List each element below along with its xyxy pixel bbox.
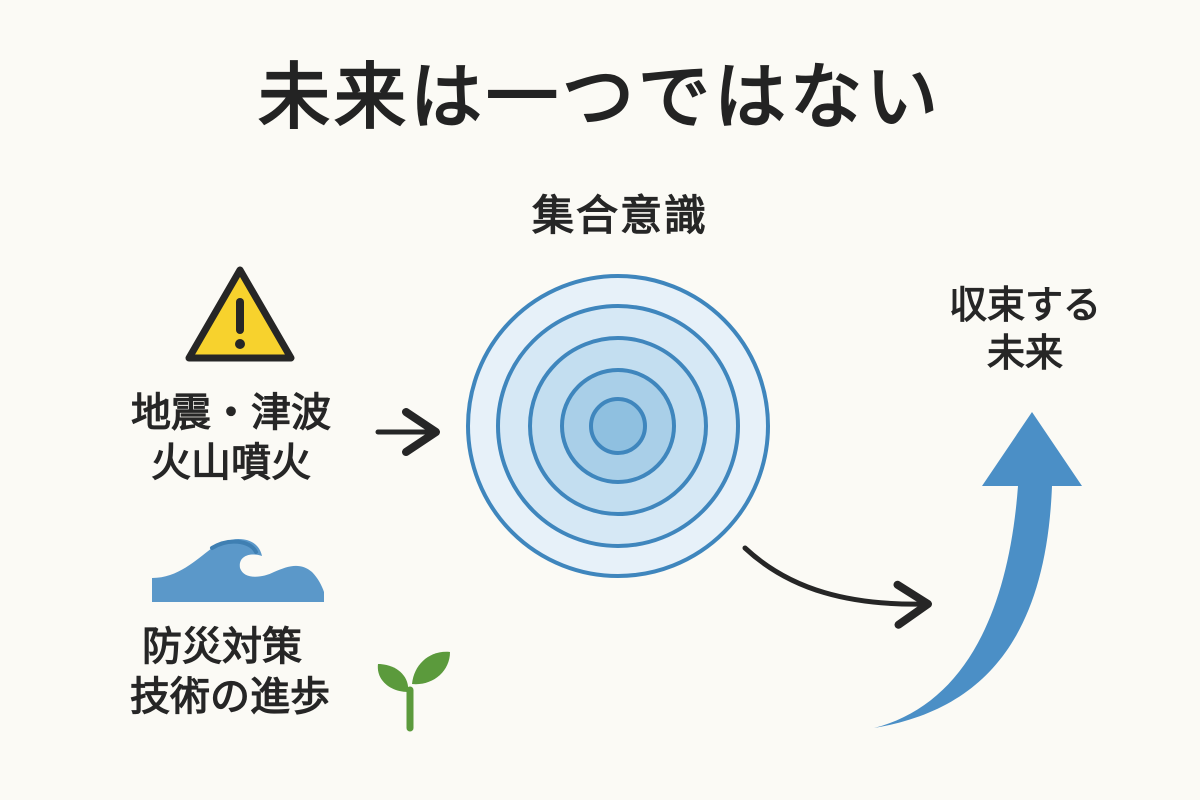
- hazards-label: 地震・津波 火山噴火: [96, 388, 366, 488]
- measures-line-1: 防災対策: [142, 624, 302, 670]
- collective-consciousness-rings: [466, 274, 770, 578]
- converging-future-label: 収束する 未来: [920, 282, 1130, 377]
- hazards-line-2: 火山噴火: [151, 440, 311, 486]
- hazards-line-1: 地震・津波: [131, 390, 331, 436]
- rising-future-arrow: [874, 412, 1082, 728]
- measures-label: 防災対策 技術の進歩: [120, 622, 360, 722]
- outcome-line-1: 収束する: [948, 283, 1101, 327]
- center-to-outcome-arrow: [742, 545, 932, 629]
- outcome-line-2: 未来: [986, 330, 1063, 375]
- page-title: 未来は一つではない: [257, 55, 942, 139]
- warning-triangle-icon: [185, 266, 295, 362]
- measures-line-2: 技術の進歩: [130, 674, 330, 720]
- ocean-wave-icon: [152, 538, 324, 602]
- sprout-icon: [377, 651, 450, 732]
- collective-consciousness-label: 集合意識: [531, 191, 708, 240]
